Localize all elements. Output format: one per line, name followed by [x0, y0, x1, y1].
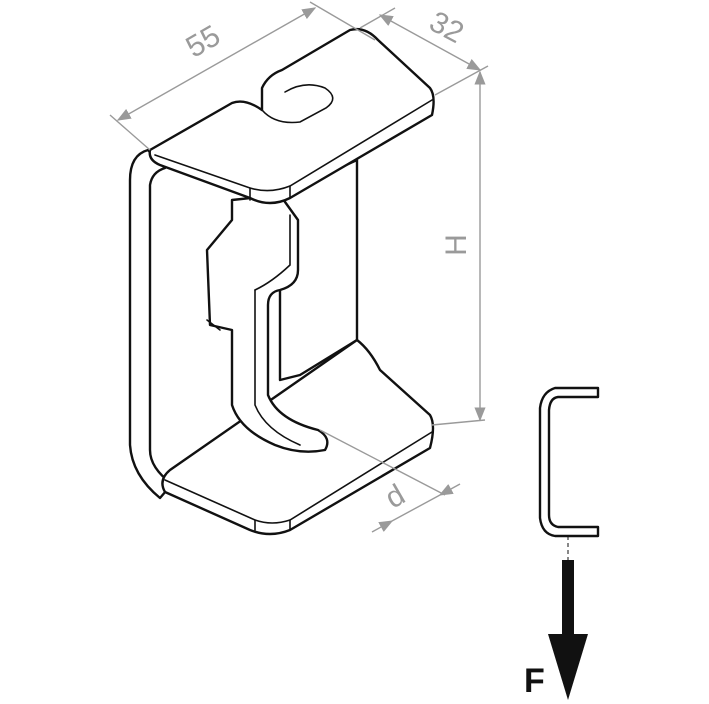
force-label: F	[524, 662, 545, 700]
force-arrow: F	[524, 560, 588, 700]
dimension-height: H	[431, 70, 486, 426]
center-tongue	[205, 193, 329, 453]
depth-label: d	[380, 478, 411, 515]
side-profile	[538, 386, 600, 560]
left-wall	[128, 148, 174, 500]
length-label: 55	[181, 19, 226, 64]
height-label: H	[440, 234, 473, 256]
